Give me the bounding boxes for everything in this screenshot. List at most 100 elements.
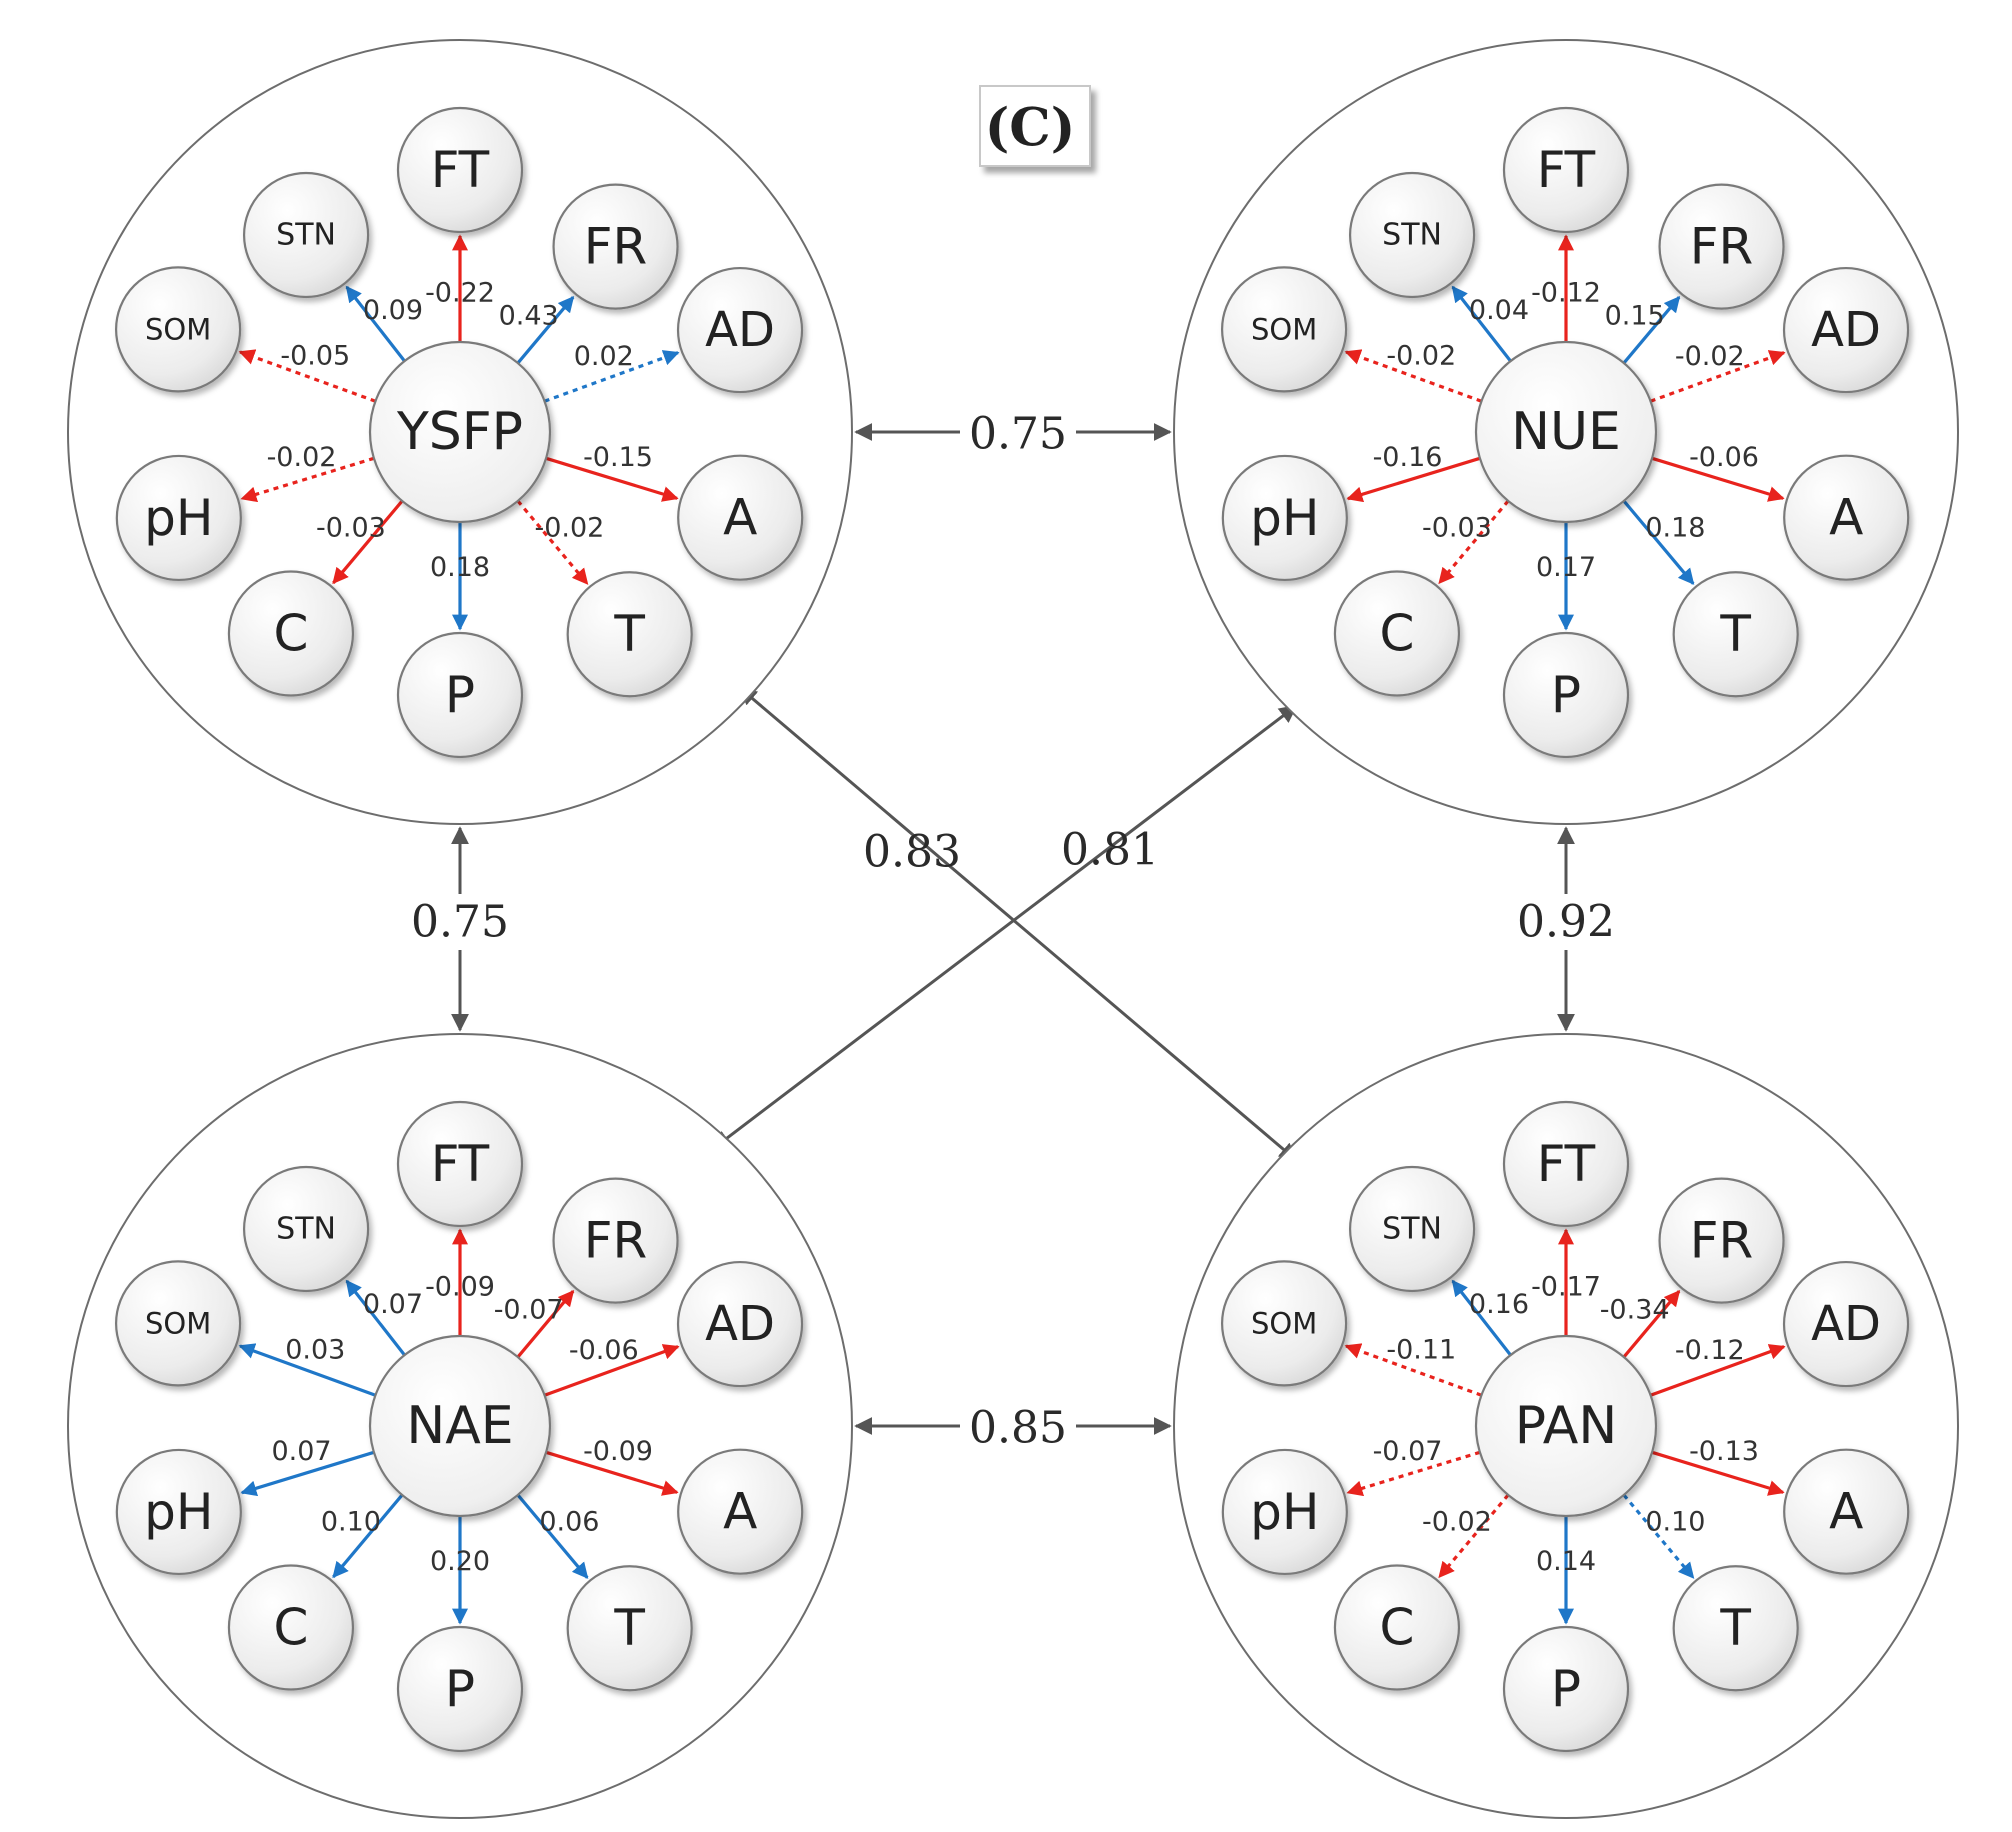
node-nue-c[interactable]: C — [1333, 570, 1461, 697]
node-label: STN — [276, 1211, 336, 1246]
hub-nue[interactable]: NUE — [1474, 340, 1658, 524]
node-circle — [1502, 106, 1630, 234]
node-pan-p[interactable]: P — [1502, 1625, 1630, 1753]
node-label: T — [613, 605, 645, 663]
node-nae-p[interactable]: P — [396, 1625, 524, 1753]
factor-paths-nae: -0.09-0.07-0.06-0.090.060.200.100.070.03… — [238, 1228, 680, 1625]
node-pan-som[interactable]: SOM — [1220, 1260, 1348, 1387]
node-nae-fr[interactable]: FR — [552, 1177, 679, 1304]
node-nae-a[interactable]: A — [677, 1448, 804, 1575]
correlation-value: 0.92 — [1517, 897, 1615, 948]
node-ysfp-ft[interactable]: FT — [396, 106, 524, 234]
node-ysfp-p[interactable]: P — [396, 631, 524, 759]
correlation-value: 0.83 — [863, 827, 961, 878]
node-nae-ad[interactable]: AD — [676, 1260, 804, 1388]
node-pan-ad[interactable]: AD — [1782, 1260, 1910, 1388]
node-nae-c[interactable]: C — [227, 1564, 355, 1691]
node-pan-stn[interactable]: STN — [1348, 1165, 1476, 1293]
path-pan-som — [1344, 1343, 1482, 1397]
node-nue-fr[interactable]: FR — [1658, 183, 1785, 310]
path-pan-stn — [1451, 1279, 1512, 1357]
node-circle — [1333, 1564, 1461, 1691]
node-circle — [1220, 266, 1348, 393]
hub-nae[interactable]: NAE — [368, 1334, 552, 1518]
path-pan-a — [1651, 1450, 1785, 1496]
path-ysfp-a — [545, 456, 679, 502]
node-circle — [1333, 570, 1461, 697]
node-label: T — [613, 1599, 645, 1657]
coef-nue-stn: 0.04 — [1469, 295, 1529, 326]
node-pan-t[interactable]: T — [1672, 1565, 1799, 1692]
node-ysfp-som[interactable]: SOM — [114, 266, 242, 393]
node-nae-ph[interactable]: pH — [115, 1448, 242, 1576]
node-ysfp-ad[interactable]: AD — [676, 266, 804, 394]
node-circle — [552, 183, 679, 310]
node-circle — [114, 266, 242, 393]
node-pan-ft[interactable]: FT — [1502, 1100, 1630, 1228]
node-circle — [396, 631, 524, 759]
path-ysfp-som — [238, 349, 376, 403]
correlation-value: 0.85 — [969, 1403, 1067, 1454]
node-nue-a[interactable]: A — [1783, 454, 1910, 581]
node-label: STN — [1382, 1211, 1442, 1246]
node-nue-som[interactable]: SOM — [1220, 266, 1348, 393]
path-nae-a — [545, 1450, 679, 1496]
node-ysfp-a[interactable]: A — [677, 454, 804, 581]
node-label: T — [1719, 1599, 1751, 1657]
node-label: FT — [1537, 1135, 1596, 1193]
node-label: P — [1551, 666, 1581, 724]
node-ysfp-fr[interactable]: FR — [552, 183, 679, 310]
node-nae-ft[interactable]: FT — [396, 1100, 524, 1228]
coef-nue-c: -0.03 — [1422, 512, 1492, 543]
node-pan-c[interactable]: C — [1333, 1564, 1461, 1691]
node-circle — [227, 1564, 355, 1691]
node-nue-stn[interactable]: STN — [1348, 171, 1476, 299]
node-nue-t[interactable]: T — [1672, 571, 1799, 698]
coef-nue-ad: -0.02 — [1675, 341, 1745, 372]
node-label: FR — [584, 218, 648, 276]
path-pan-ad — [1650, 1344, 1786, 1397]
coef-nae-t: 0.06 — [539, 1507, 599, 1538]
coef-nae-fr: -0.07 — [494, 1294, 564, 1325]
node-circle — [1783, 1448, 1910, 1575]
panel-nae: -0.09-0.07-0.06-0.090.060.200.100.070.03… — [67, 1033, 853, 1819]
correlation-arrow — [712, 704, 1298, 1150]
node-nue-p[interactable]: P — [1502, 631, 1630, 759]
node-ysfp-t[interactable]: T — [566, 571, 693, 698]
coef-nae-a: -0.09 — [583, 1436, 653, 1467]
node-circle — [242, 171, 370, 299]
coef-nue-fr: 0.15 — [1605, 300, 1665, 331]
coef-nue-ph: -0.16 — [1373, 442, 1443, 473]
node-circle — [1221, 1448, 1348, 1576]
node-circle — [1220, 1260, 1348, 1387]
hub-ysfp[interactable]: YSFP — [368, 340, 552, 524]
node-nue-ft[interactable]: FT — [1502, 106, 1630, 234]
hub-pan[interactable]: PAN — [1474, 1334, 1658, 1518]
node-circle — [396, 1625, 524, 1753]
hub-label: PAN — [1515, 1396, 1618, 1456]
node-nae-t[interactable]: T — [566, 1565, 693, 1692]
node-ysfp-ph[interactable]: pH — [115, 454, 242, 582]
coef-nae-stn: 0.07 — [363, 1289, 423, 1320]
node-nae-som[interactable]: SOM — [114, 1260, 242, 1387]
node-label: FR — [1690, 1212, 1754, 1270]
node-pan-fr[interactable]: FR — [1658, 1177, 1785, 1304]
hub-label: YSFP — [396, 402, 523, 462]
path-nae-fr — [516, 1289, 575, 1359]
node-nae-stn[interactable]: STN — [242, 1165, 370, 1293]
correlation-ysfp-pan: 0.83 — [738, 686, 1298, 1162]
node-pan-ph[interactable]: pH — [1221, 1448, 1348, 1576]
node-nue-ad[interactable]: AD — [1782, 266, 1910, 394]
correlation-ysfp-nue: 0.75 — [854, 406, 1172, 462]
node-pan-a[interactable]: A — [1783, 1448, 1910, 1575]
correlation-label-bg — [1508, 894, 1624, 950]
coef-nue-a: -0.06 — [1689, 442, 1759, 473]
correlation-nue-nae: 0.81 — [712, 704, 1298, 1150]
node-ysfp-stn[interactable]: STN — [242, 171, 370, 299]
correlation-value: 0.75 — [411, 897, 509, 948]
coef-ysfp-ft: -0.22 — [425, 278, 495, 309]
node-ysfp-c[interactable]: C — [227, 570, 355, 697]
node-nue-ph[interactable]: pH — [1221, 454, 1348, 582]
node-label: pH — [1250, 1483, 1319, 1541]
